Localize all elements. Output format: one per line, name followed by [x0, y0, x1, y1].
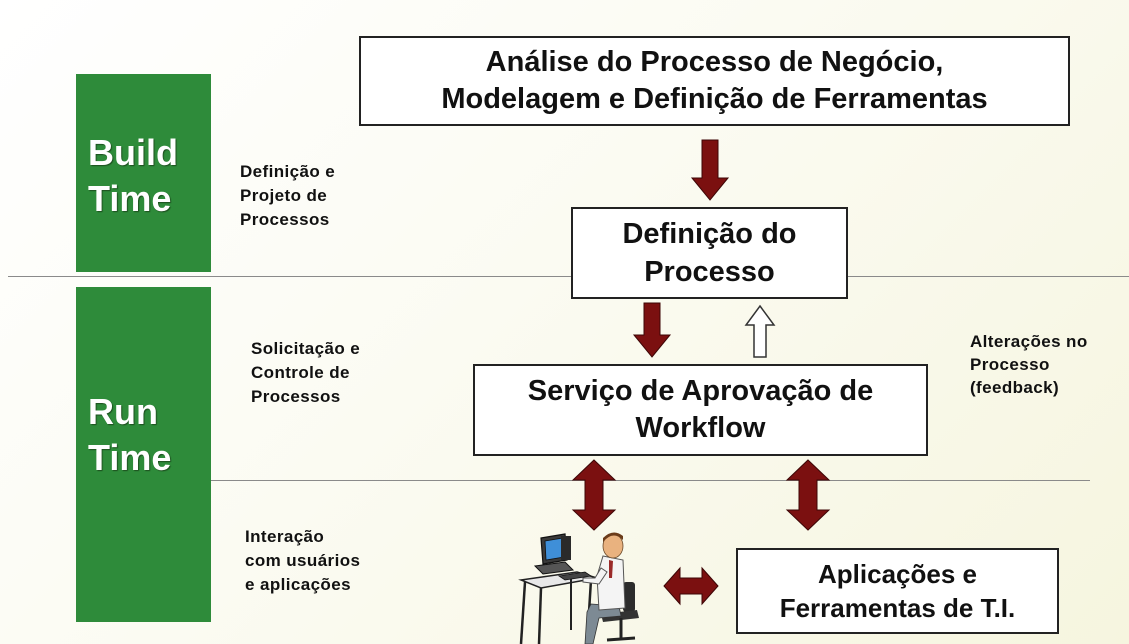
run-time-label-line2: Time — [88, 437, 172, 478]
definicao-line1: Definição do — [622, 218, 797, 250]
run-time-note: Solicitação e Controle de Processos — [251, 337, 360, 409]
double-arrow-servico-aplicacoes — [785, 459, 831, 531]
build-note-line3: Processos — [240, 210, 330, 229]
feedback-line2: Processo — [970, 355, 1050, 374]
aplicacoes-line1: Aplicações e — [818, 559, 977, 589]
servico-workflow-box: Serviço de Aprovação de Workflow — [473, 364, 928, 456]
feedback-arrow-up — [744, 304, 776, 358]
definicao-line2: Processo — [644, 256, 775, 288]
servico-line1: Serviço de Aprovação de — [527, 375, 874, 407]
run-note-line1: Solicitação e — [251, 339, 361, 358]
build-time-note: Definição e Projeto de Processos — [240, 160, 335, 232]
build-time-label-line2: Time — [88, 178, 172, 219]
build-run-divider-left — [8, 276, 571, 277]
interacao-note: Interação com usuários e aplicações — [245, 525, 360, 597]
feedback-line1: Alterações no — [970, 332, 1088, 351]
arrow-down-definicao-to-servico — [632, 302, 672, 358]
build-note-line2: Projeto de — [240, 186, 328, 205]
interacao-line2: com usuários — [245, 551, 361, 570]
interacao-line1: Interação — [245, 527, 325, 546]
run-note-line3: Processos — [251, 387, 341, 406]
definicao-processo-box: Definição do Processo — [571, 207, 848, 299]
build-time-label-line1: Build — [88, 132, 178, 173]
run-interaction-divider — [210, 480, 1090, 481]
analise-processo-box: Análise do Processo de Negócio, Modelage… — [359, 36, 1070, 126]
feedback-line3: (feedback) — [970, 378, 1060, 397]
build-note-line1: Definição e — [240, 162, 336, 181]
run-time-bar: Run Time — [76, 287, 211, 622]
run-note-line2: Controle de — [251, 363, 350, 382]
interacao-line3: e aplicações — [245, 575, 351, 594]
servico-line2: Workflow — [635, 412, 766, 444]
double-arrow-servico-usuarios — [571, 459, 617, 531]
analise-line2: Modelagem e Definição de Ferramentas — [441, 83, 988, 115]
build-time-bar: Build Time — [76, 74, 211, 272]
arrow-down-analise-to-definicao — [690, 139, 730, 201]
aplicacoes-line2: Ferramentas de T.I. — [779, 593, 1016, 623]
run-time-label-line1: Run — [88, 391, 158, 432]
person-at-computer-icon — [518, 532, 639, 644]
aplicacoes-ferramentas-box: Aplicações e Ferramentas de T.I. — [736, 548, 1059, 634]
analise-line1: Análise do Processo de Negócio, — [485, 46, 944, 78]
build-run-divider-right — [848, 276, 1129, 277]
double-arrow-usuarios-aplicacoes — [663, 566, 719, 606]
feedback-note: Alterações no Processo (feedback) — [970, 330, 1088, 399]
